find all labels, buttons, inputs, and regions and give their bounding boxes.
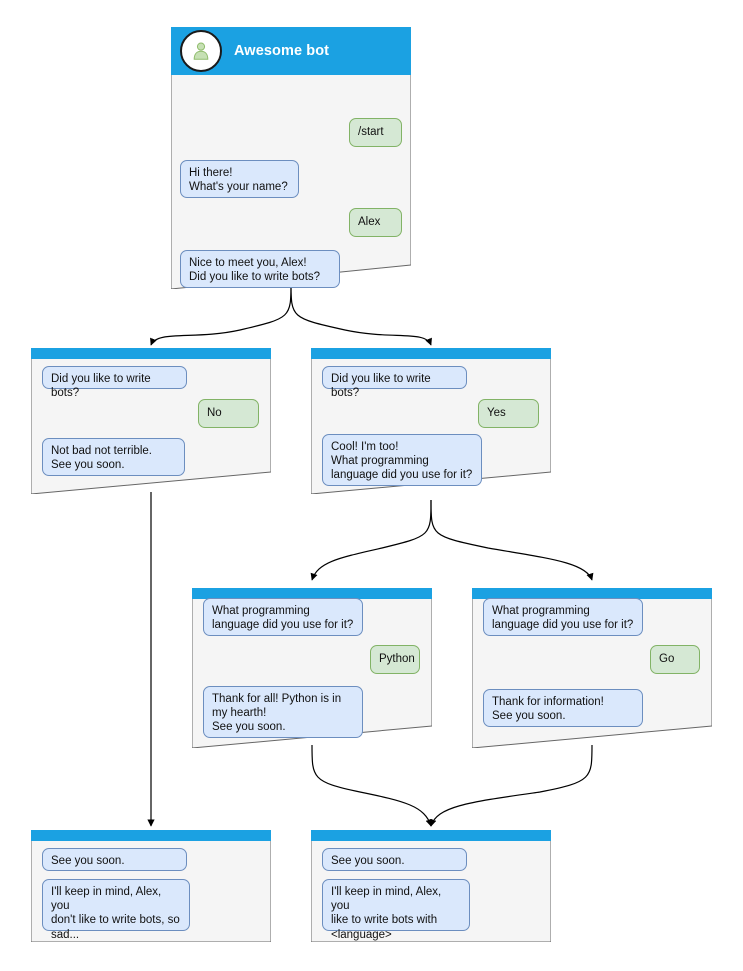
message-bubble-bot: Did you like to write bots? xyxy=(42,366,187,399)
message-bubble-bot: What programming language did you use fo… xyxy=(483,598,643,636)
chat-node-end-happy[interactable]: See you soon. I'll keep in mind, Alex, y… xyxy=(311,830,551,942)
chat-node-start[interactable]: Awesome bot /start Hi there! What's your… xyxy=(171,27,411,289)
chat-node-answer-yes[interactable]: Did you like to write bots? Yes Cool! I'… xyxy=(311,348,551,494)
message-bubble-bot: Cool! I'm too! What programming language… xyxy=(322,434,482,486)
chat-messages-end-sad: See you soon. I'll keep in mind, Alex, y… xyxy=(31,841,271,942)
message-bubble-bot: See you soon. xyxy=(322,848,467,871)
message-bubble-bot: Did you like to write bots? xyxy=(322,366,467,399)
message-bubble-user: /start xyxy=(349,118,402,147)
chat-node-answer-no[interactable]: Did you like to write bots? No Not bad n… xyxy=(31,348,271,494)
chat-messages-start: /start Hi there! What's your name? Alex … xyxy=(171,75,411,289)
message-bubble-user: Go xyxy=(650,645,700,674)
message-bubble-user: Yes xyxy=(478,399,539,428)
chat-messages-answer-go: What programming language did you use fo… xyxy=(472,598,712,748)
message-bubble-bot: I'll keep in mind, Alex, you don't like … xyxy=(42,879,190,941)
message-bubble-bot: Thank for information! See you soon. xyxy=(483,689,643,727)
bot-name-label: Awesome bot xyxy=(234,43,330,59)
chat-messages-answer-python: What programming language did you use fo… xyxy=(192,598,432,748)
message-bubble-bot: What programming language did you use fo… xyxy=(203,598,363,636)
message-bubble-bot: I'll keep in mind, Alex, you like to wri… xyxy=(322,879,470,941)
node-header-bar xyxy=(311,830,551,841)
node-header-bar xyxy=(31,348,271,359)
node-header-bar xyxy=(192,588,432,599)
message-bubble-bot: Hi there! What's your name? xyxy=(180,160,299,198)
chat-node-answer-go[interactable]: What programming language did you use fo… xyxy=(472,588,712,748)
node-header-bar xyxy=(31,830,271,841)
bot-header-bar: Awesome bot xyxy=(171,27,411,75)
chat-node-end-sad[interactable]: See you soon. I'll keep in mind, Alex, y… xyxy=(31,830,271,942)
person-avatar-icon xyxy=(180,30,222,72)
node-header-bar xyxy=(472,588,712,599)
person-glyph xyxy=(193,42,209,60)
edge-yes-to-go xyxy=(430,499,594,581)
message-bubble-user: Python xyxy=(370,645,420,674)
message-bubble-user: No xyxy=(198,399,259,428)
edge-start-to-no xyxy=(150,281,292,346)
chat-messages-end-happy: See you soon. I'll keep in mind, Alex, y… xyxy=(311,841,551,942)
message-bubble-user: Alex xyxy=(349,208,402,237)
message-bubble-bot: Thank for all! Python is in my hearth! S… xyxy=(203,686,363,738)
chat-node-answer-python[interactable]: What programming language did you use fo… xyxy=(192,588,432,748)
edge-yes-to-python xyxy=(310,499,432,581)
edge-start-to-yes xyxy=(290,281,432,346)
chat-messages-answer-yes: Did you like to write bots? Yes Cool! I'… xyxy=(311,359,551,494)
message-bubble-bot: Not bad not terrible. See you soon. xyxy=(42,438,185,476)
message-bubble-bot: See you soon. xyxy=(42,848,187,871)
chat-messages-answer-no: Did you like to write bots? No Not bad n… xyxy=(31,359,271,494)
edge-go-to-end-happy xyxy=(429,744,593,827)
node-header-bar xyxy=(311,348,551,359)
edge-python-to-end-happy xyxy=(311,744,433,827)
message-bubble-bot: Nice to meet you, Alex! Did you like to … xyxy=(180,250,340,288)
